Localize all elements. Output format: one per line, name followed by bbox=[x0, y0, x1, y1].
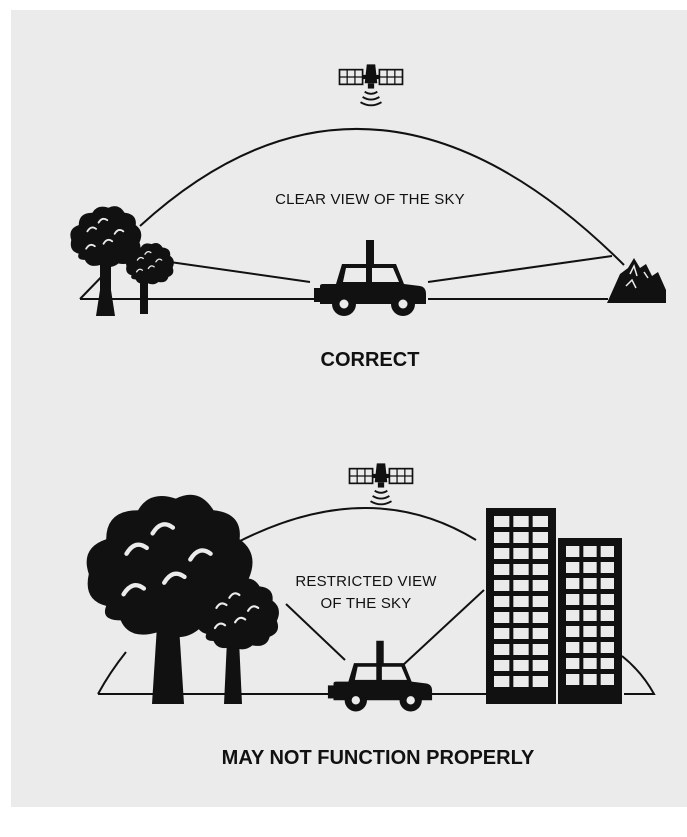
restricted-view-label-line1: RESTRICTED VIEW bbox=[295, 573, 437, 590]
building-window bbox=[532, 532, 548, 543]
building-window bbox=[532, 612, 548, 623]
building-window bbox=[566, 546, 580, 557]
building-window bbox=[566, 562, 580, 573]
building-window bbox=[600, 578, 614, 589]
building-window bbox=[532, 564, 548, 575]
building-window bbox=[494, 612, 510, 623]
building-window bbox=[494, 644, 510, 655]
building-window bbox=[513, 596, 529, 607]
restricted-view-label-line2: OF THE SKY bbox=[321, 595, 412, 612]
building-window bbox=[494, 660, 510, 671]
building-window bbox=[600, 610, 614, 621]
satellite-icon bbox=[348, 462, 414, 506]
building-window bbox=[494, 580, 510, 591]
building-window bbox=[600, 658, 614, 669]
sky-arc-restricted bbox=[237, 507, 477, 543]
building-window bbox=[513, 676, 529, 687]
building-window bbox=[566, 594, 580, 605]
building-window bbox=[494, 532, 510, 543]
building-window bbox=[513, 660, 529, 671]
building-window bbox=[494, 596, 510, 607]
building-window bbox=[600, 546, 614, 557]
building-window bbox=[532, 596, 548, 607]
may-not-function-caption: MAY NOT FUNCTION PROPERLY bbox=[222, 747, 535, 769]
building-window bbox=[583, 546, 597, 557]
building-window bbox=[583, 626, 597, 637]
correct-caption: CORRECT bbox=[321, 349, 420, 371]
correct-scene: CLEAR VIEW OF THE SKY CORRECT bbox=[69, 63, 666, 371]
building-window bbox=[583, 594, 597, 605]
sight-line-left bbox=[169, 261, 311, 283]
building-window bbox=[532, 644, 548, 655]
building-window bbox=[600, 562, 614, 573]
building-window bbox=[566, 610, 580, 621]
building-icon bbox=[486, 508, 622, 704]
building-window bbox=[566, 674, 580, 685]
sky-arc bbox=[139, 128, 625, 266]
mountain-icon bbox=[607, 258, 666, 303]
vehicle-icon bbox=[314, 240, 426, 316]
building-window bbox=[494, 628, 510, 639]
building-window bbox=[532, 660, 548, 671]
building-window bbox=[566, 626, 580, 637]
building-window bbox=[513, 564, 529, 575]
building-window bbox=[583, 578, 597, 589]
building-window bbox=[513, 548, 529, 559]
restricted-scene: RESTRICTED VIEW OF THE SKY MAY NOT FUNCT… bbox=[87, 462, 656, 769]
building-window bbox=[513, 516, 529, 527]
building-window bbox=[600, 594, 614, 605]
building-window bbox=[513, 644, 529, 655]
building-window bbox=[566, 578, 580, 589]
building-window bbox=[532, 548, 548, 559]
building-window bbox=[583, 674, 597, 685]
building-window bbox=[513, 612, 529, 623]
sight-line-right-blocked bbox=[401, 589, 485, 667]
building-window bbox=[532, 676, 548, 687]
satellite-icon bbox=[338, 63, 404, 107]
building-window bbox=[600, 674, 614, 685]
tree-icon bbox=[87, 495, 281, 704]
sight-line-right bbox=[427, 255, 613, 283]
building-window bbox=[494, 548, 510, 559]
building-window bbox=[566, 658, 580, 669]
building-window bbox=[583, 642, 597, 653]
building-window bbox=[494, 676, 510, 687]
building-window bbox=[513, 532, 529, 543]
building-window bbox=[494, 564, 510, 575]
building-window bbox=[532, 580, 548, 591]
building-window bbox=[532, 628, 548, 639]
ground-line-restricted bbox=[97, 651, 656, 695]
building-window bbox=[532, 516, 548, 527]
building-window bbox=[513, 580, 529, 591]
building-window bbox=[600, 626, 614, 637]
building-window bbox=[513, 628, 529, 639]
sight-line-left-blocked bbox=[285, 603, 346, 661]
tree-icon bbox=[69, 205, 175, 316]
building-window bbox=[494, 516, 510, 527]
building-window bbox=[583, 658, 597, 669]
building-window bbox=[566, 642, 580, 653]
building-window bbox=[583, 562, 597, 573]
building-window bbox=[600, 642, 614, 653]
building-window bbox=[583, 610, 597, 621]
clear-view-label: CLEAR VIEW OF THE SKY bbox=[275, 191, 465, 208]
